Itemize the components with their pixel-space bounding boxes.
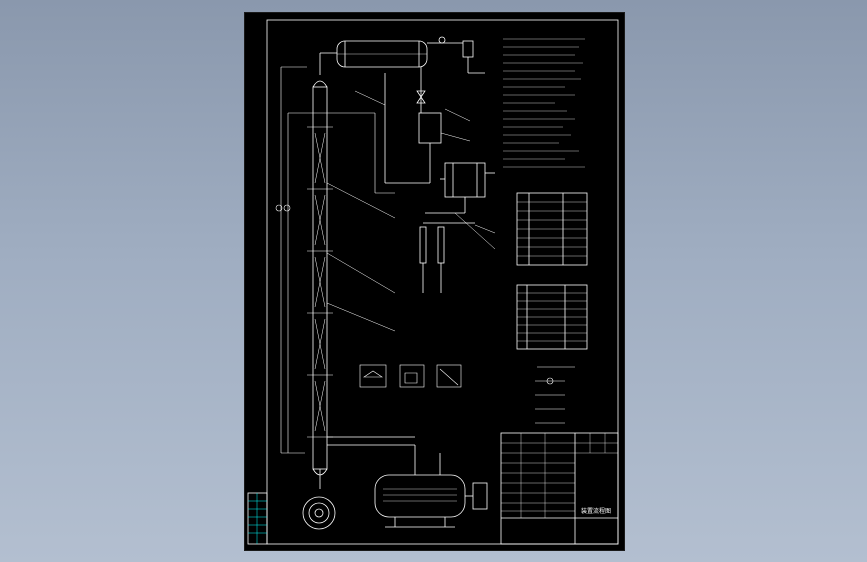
heat-exchanger-icon <box>425 162 495 214</box>
parts-table-1 <box>516 192 588 266</box>
drawing-sheet: 装置流程图 <box>244 12 625 551</box>
detail-views <box>359 364 462 388</box>
reflux-drum-icon <box>384 67 442 184</box>
flowmeter-icon <box>419 222 475 293</box>
symbol-legend <box>535 366 575 424</box>
margin-strip-cells <box>248 493 267 544</box>
feed-lines <box>275 66 395 454</box>
drawing-canvas: 装置流程图 <box>247 19 619 545</box>
title-block-label: 装置流程图 <box>581 507 611 515</box>
overhead-condenser-icon <box>319 36 485 75</box>
reboiler-icon <box>302 496 336 530</box>
bottom-heat-exchanger-icon <box>374 445 488 528</box>
parts-table-2 <box>516 284 588 350</box>
inner-frame <box>266 19 619 545</box>
title-block <box>500 432 619 545</box>
leader-lines <box>326 90 496 332</box>
margin-strip <box>247 492 268 545</box>
notes-text-lines <box>503 38 585 168</box>
column-tower-icon <box>307 80 415 489</box>
